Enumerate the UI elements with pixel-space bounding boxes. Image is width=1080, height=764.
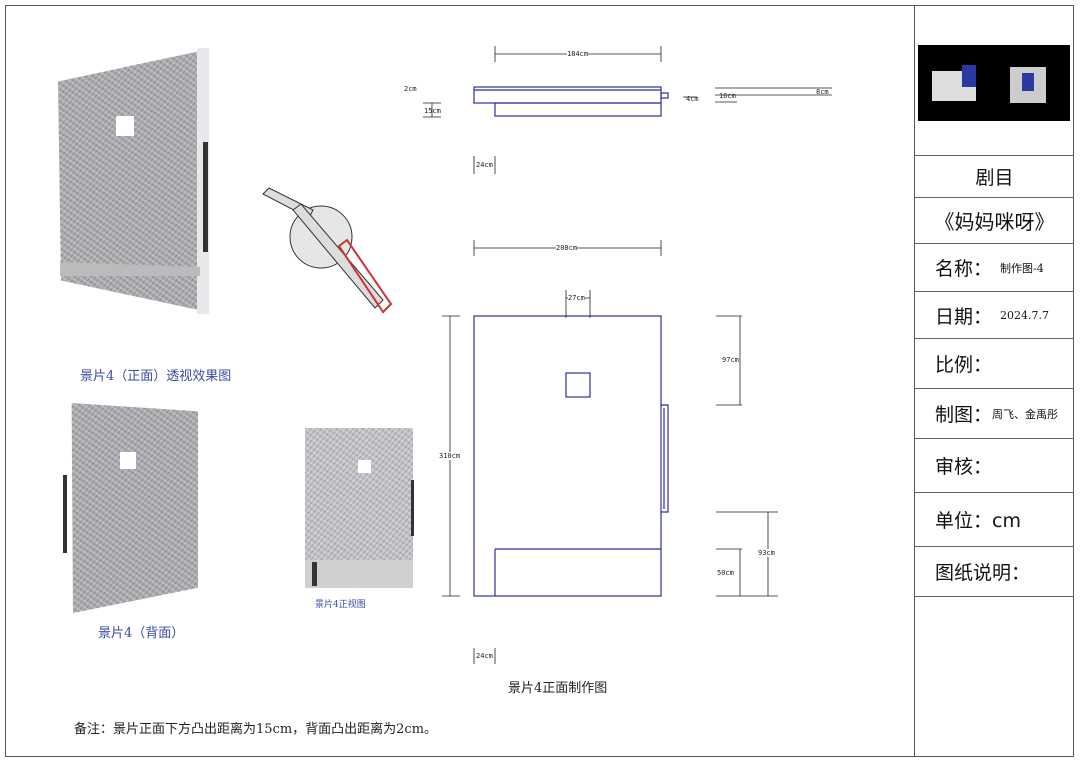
notes-label: 图纸说明： <box>935 562 1031 584</box>
dim-top-16: 16cm <box>719 92 736 100</box>
review-label: 审核： <box>935 456 993 478</box>
title-block-divider <box>914 5 915 757</box>
scale-label: 比例： <box>935 354 993 376</box>
dim-top-2: 2cm <box>404 85 417 93</box>
drawn-value: 周飞、金禹彤 <box>992 407 1059 421</box>
play-label-row: 剧目 <box>915 156 1074 198</box>
date-row: 日期： 2024.7.7 <box>915 292 1074 339</box>
dim-front-24: 24cm <box>476 652 493 660</box>
review-row: 审核： <box>915 439 1074 493</box>
dim-front-height: 310cm <box>439 452 461 460</box>
play-title-row: 《妈妈咪呀》 <box>915 198 1074 244</box>
dim-front-93: 93cm <box>758 549 775 557</box>
perspective-caption: 景片4（正面）透视效果图 <box>80 369 232 384</box>
sheet-border <box>5 5 1074 757</box>
name-label: 名称： <box>935 258 993 280</box>
drawn-row: 制图：周飞、金禹彤 <box>915 389 1074 439</box>
dim-top-width: 184cm <box>567 50 589 58</box>
remark-note: 备注：景片正面下方凸出距离为15cm，背面凸出距离为2cm。 <box>74 722 438 737</box>
back-panel-render <box>71 403 198 613</box>
notes-row: 图纸说明： <box>915 547 1074 597</box>
dim-top-24: 24cm <box>476 161 493 169</box>
back-caption: 景片4（背面） <box>98 626 185 641</box>
play-title: 《妈妈咪呀》 <box>934 210 1055 234</box>
dim-top-4: 4cm <box>686 95 699 103</box>
dim-front-97: 97cm <box>722 356 739 364</box>
production-caption: 景片4正面制作图 <box>508 681 608 696</box>
dim-top-8: 8cm <box>816 88 829 96</box>
plan-sketch <box>262 187 393 314</box>
thumbnail-render <box>918 45 1070 121</box>
date-value: 2024.7.7 <box>1000 308 1049 322</box>
dim-front-27: 27cm <box>568 294 585 302</box>
unit-row: 单位：cm <box>915 493 1074 547</box>
front-view-caption: 景片4正视图 <box>315 600 366 610</box>
technical-drawing <box>423 46 832 664</box>
name-row: 名称： 制作图-4 <box>915 244 1074 292</box>
drawn-label: 制图： <box>935 404 993 426</box>
dim-front-50: 50cm <box>717 569 734 577</box>
scale-row: 比例： <box>915 339 1074 389</box>
dim-top-15: 15cm <box>424 107 441 115</box>
play-label: 剧目 <box>975 167 1014 189</box>
date-label: 日期： <box>935 305 993 328</box>
dim-front-width: 208cm <box>556 244 578 252</box>
unit-label: 单位：cm <box>935 510 1021 532</box>
name-value: 制作图-4 <box>1000 261 1044 275</box>
